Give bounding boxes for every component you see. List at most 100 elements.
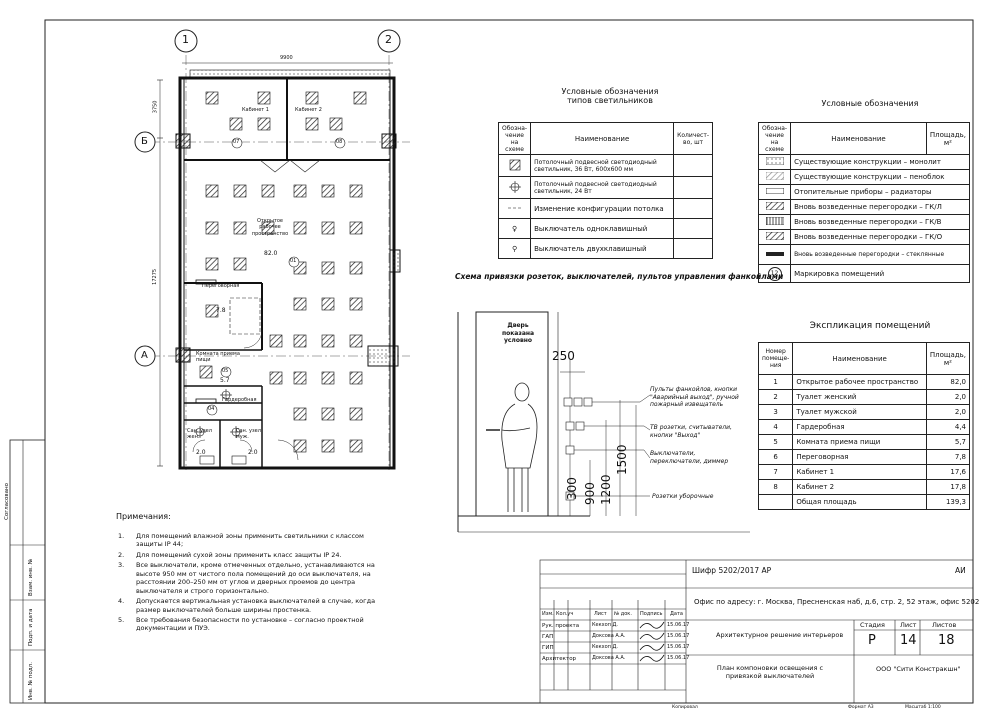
explication-h-name: Наименование [792,342,927,375]
tb-name: Кекхоп Д. [592,622,619,628]
explication-name: Туалет мужской [792,404,927,420]
tb-role: ГИП [542,645,554,651]
note-item: 5. Все требования безопасности по установ… [118,616,390,633]
explication-total-area: 139,3 [925,494,971,510]
explication-no: 8 [757,479,794,495]
legend-lights-qty [673,238,713,259]
room-no-04: 04 [208,406,215,412]
note-number: 4. [118,597,125,606]
tb-name: Кекхоп Д. [592,644,619,650]
dim-top: 9900 [280,55,293,61]
legend-lights-row: Потолочный подвесной светодиодный светил… [530,176,675,199]
note-text: Все выключатели, кроме отмеченных отдель… [136,561,375,595]
tb-scale: Масштаб 1:100 [905,705,941,710]
tb-address: Офис по адресу: г. Москва, Пресненская н… [694,598,980,606]
legend-main-row: Отопительные приборы – радиаторы [790,184,970,200]
legend-main-row: Вновь возведенные перегородки – ГК/Л [790,199,970,215]
explication-name: Кабинет 2 [792,479,927,495]
explication-total-label: Общая площадь [792,494,927,510]
explication-no: 5 [757,434,794,450]
tb-role: Рук. проекта [542,623,580,629]
note-number: 3. [118,561,125,570]
explication-name: Открытое рабочее пространство [792,374,927,390]
stamp-inv-no: Инв. № подл. [28,662,34,700]
explication-table: Номер помеще-ния Наименование Площадь, м… [757,342,971,510]
switch-double-icon: ⚲ [497,238,532,259]
note-text: Все требования безопасности по установке… [136,615,364,633]
scheme-label-outlets: Розетки уборочные [652,493,714,500]
tb-stage-label: Стадия [860,621,885,629]
scheme-dim-300: 300 [565,477,579,500]
room-area-wc-f: 2.0 [196,449,206,456]
explication-area: 5,7 [925,434,971,450]
explication-area: 4,4 [925,419,971,435]
note-text: Для помещений влажной зоны применить све… [136,532,364,549]
note-number: 5. [118,615,125,624]
scheme-title: Схема привязки розеток, выключателей, пу… [455,272,784,281]
scheme-dim-1200: 1200 [599,474,613,505]
tb-sheets: 18 [938,633,955,648]
tb-copied: Копировал [672,705,698,710]
legend-main-row: Существующие конструкции – монолит [790,154,970,170]
legend-lights-qty [673,176,713,199]
scheme-dim-1500: 1500 [615,444,629,475]
explication-area: 2,0 [925,389,971,405]
tb-h-doc: № док. [614,611,632,617]
tb-stage: Р [868,633,876,648]
room-area-open: 82.0 [264,250,278,257]
room-area-meeting: 7.8 [216,307,226,314]
stamp-agreed: Согласовано [4,483,10,520]
legend-lights-h-symbol: Обозна-чение на схеме [497,122,532,155]
legend-main-row: Существующие конструкции – пеноблок [790,169,970,185]
note-item: 4.Допускается вертикальная установка вык… [118,597,390,614]
axis-label-1: 1 [182,33,189,46]
room-area-kitchen: 5.7 [220,377,230,384]
legend-lights-row: Потолочный подвесной светодиодный светил… [530,154,675,177]
legend-lights-row: Изменение конфигурации потолка [530,198,675,219]
explication-name: Переговорная [792,449,927,465]
tb-h-izm: Изм. [542,611,554,617]
tb-role: Архитектор [542,656,577,662]
tb-company: ООО "Сити Констракшн" [876,665,961,673]
explication-area: 17,8 [925,479,971,495]
notes-title: Примечания: [116,512,171,521]
tb-format: Формат А3 [848,705,874,710]
room-marker-sample: 12 [767,266,782,281]
explication-name: Кабинет 1 [792,464,927,480]
room-name-cab2: Кабинет 2 [295,107,322,113]
explication-no: 3 [757,404,794,420]
explication-no: 7 [757,464,794,480]
legend-lights-qty [673,198,713,219]
partition-gkl-icon [757,199,792,215]
note-text: Для помещений сухой зоны применить класс… [136,550,342,559]
explication-name: Туалет женский [792,389,927,405]
light-24w-icon [497,176,532,199]
room-name-wc-f: Сан. узел жен. [187,428,212,441]
dim-side-1: 3750 [152,100,159,114]
legend-lights-qty [673,154,713,177]
room-marker-icon: 12 [757,264,792,283]
room-name-open: Открытое рабочее пространство [251,218,289,237]
tb-h-list: Лист [594,611,607,617]
legend-lights-h-name: Наименование [530,122,675,155]
room-name-wc-m: Сан. узел муж. [236,428,261,441]
switch-single-icon: ♀ [497,218,532,239]
note-item: 2.Для помещений сухой зоны применить кла… [118,551,390,559]
tb-date: 15.06.17 [667,644,690,650]
tb-sheets-label: Листов [932,621,957,629]
room-area-wc-m: 2.0 [248,449,258,456]
tb-h-kol: Кол.уч [556,611,574,617]
room-name-meeting: Переговорная [202,283,240,289]
scheme-dim-900: 900 [583,482,597,505]
legend-main-h-name: Наименование [790,122,927,155]
axis-label-b: Б [141,136,148,147]
monolith-icon [757,154,792,170]
room-no-07: 07 [233,139,240,145]
light-36w-icon [497,154,532,177]
tb-sheet-label: Лист [900,621,917,629]
legend-lights-qty [673,218,713,239]
legend-main-table: Обозна-чение на схеме Наименование Площа… [757,122,971,283]
explication-area: 7,8 [925,449,971,465]
tb-date: 15.06.17 [667,622,690,628]
legend-main-h-symbol: Обозна-чение на схеме [757,122,792,155]
